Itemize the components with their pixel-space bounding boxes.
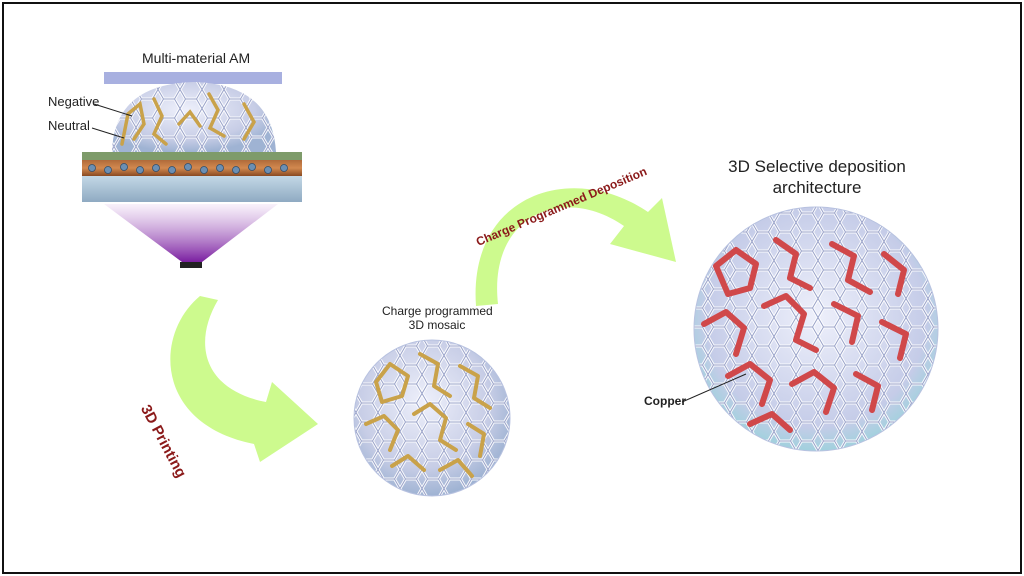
electrode-contacts [88, 163, 288, 174]
copper-label: Copper [644, 394, 686, 408]
mosaic-title-line-2: 3D mosaic [408, 318, 466, 332]
resin-layer [82, 152, 302, 160]
mosaic-sphere [353, 339, 511, 497]
build-plate [104, 72, 282, 84]
neutral-leader-line [91, 127, 125, 139]
printer-assembly [82, 72, 302, 268]
final-title-line-2: architecture [772, 178, 862, 197]
final-title: 3D Selective deposition architecture [714, 156, 920, 198]
final-title-line-1: 3D Selective deposition [728, 157, 906, 176]
diagram-canvas [82, 72, 939, 497]
vat-floor [82, 176, 302, 202]
mosaic-title: Charge programmed 3D mosaic [382, 304, 493, 332]
deposition-arrow [475, 188, 676, 306]
mosaic-title-line-1: Charge programmed [382, 304, 493, 318]
negative-leader-line [93, 103, 133, 117]
printing-arrow [170, 296, 318, 462]
neutral-label: Neutral [48, 118, 90, 133]
copper-leader-line [681, 373, 747, 403]
deposition-sphere [693, 206, 939, 452]
uv-projection-beam [104, 204, 278, 262]
negative-label: Negative [48, 94, 100, 109]
uv-projector [180, 262, 202, 268]
printed-dome [112, 82, 276, 152]
am-title: Multi-material AM [142, 50, 251, 66]
